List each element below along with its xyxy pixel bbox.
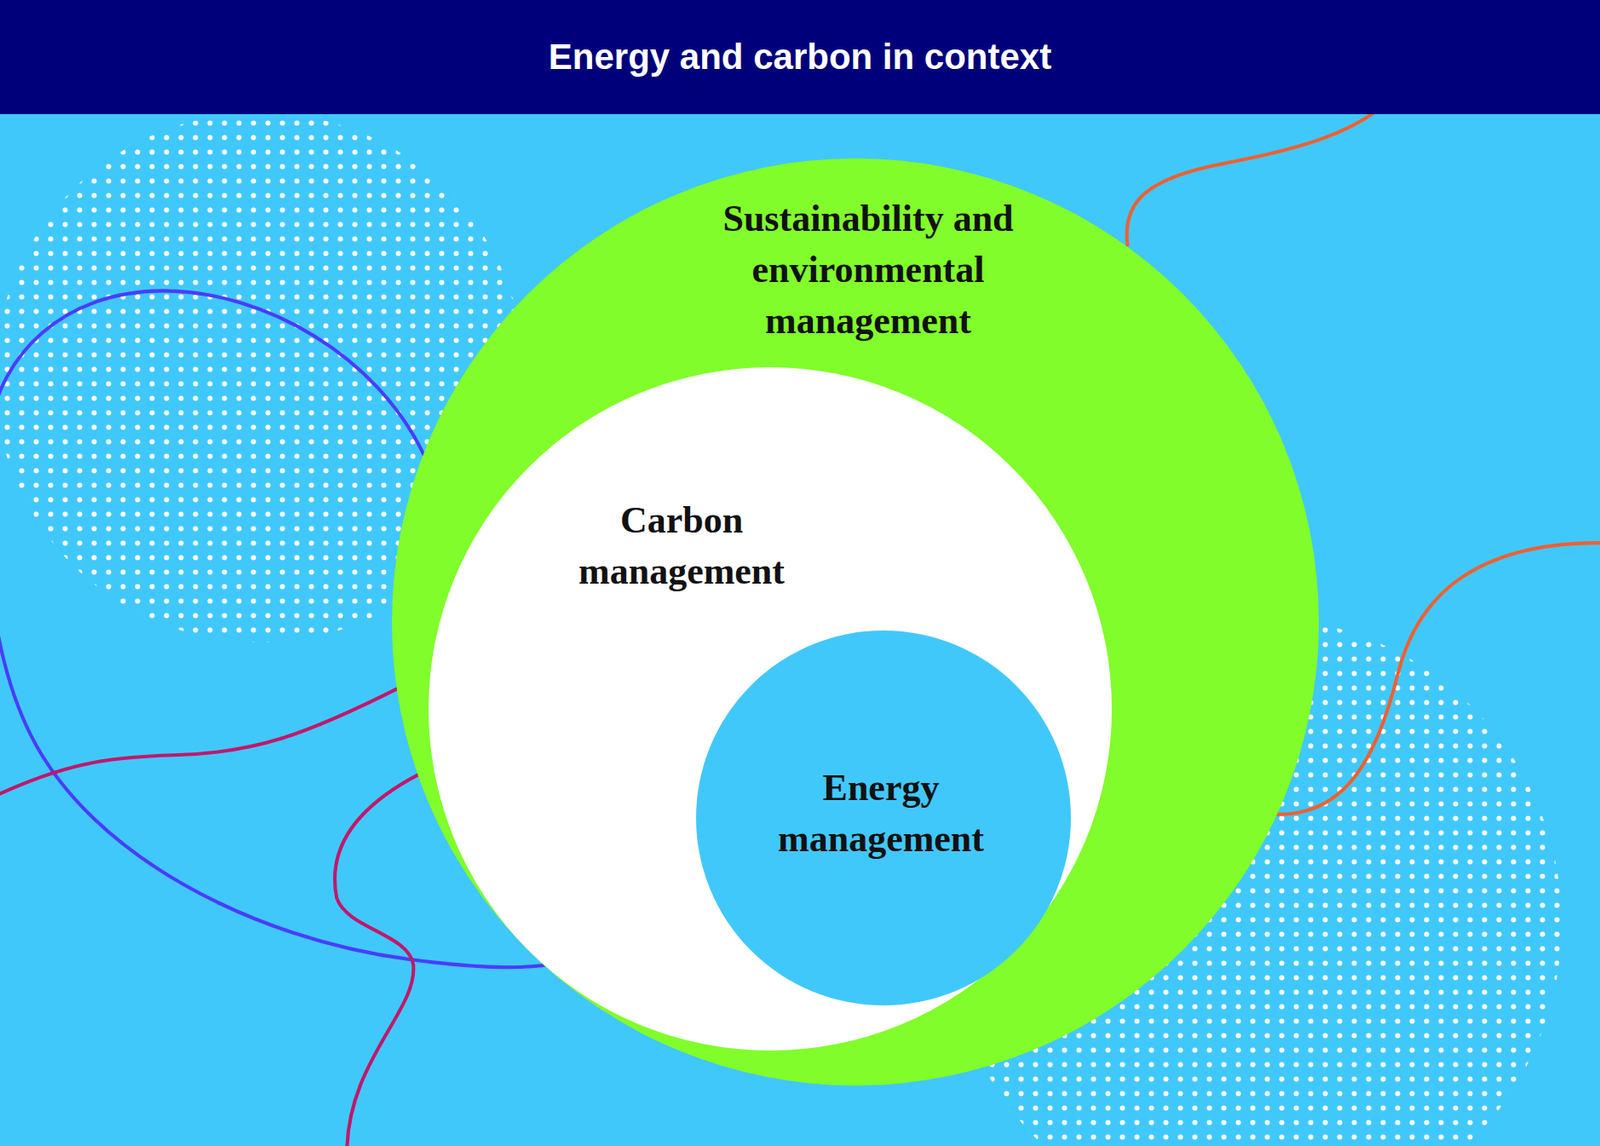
decorative-curve [334, 773, 421, 1146]
circle-label: Sustainability and environmental managem… [684, 193, 1052, 347]
circle-fill [428, 367, 1112, 1051]
decorative-curve [1275, 542, 1600, 815]
title-bar [0, 0, 1600, 115]
decorative-curve [0, 685, 403, 796]
outer-circle: Sustainability and environmental managem… [391, 158, 1319, 1086]
diagram-title: Energy and carbon in context [0, 0, 1600, 115]
decorative-curve [1127, 109, 1378, 245]
middle-circle: Carbon managementEnergy management [428, 367, 1112, 1051]
circle-label: Energy management [753, 762, 1009, 865]
inner-circle: Energy management [696, 630, 1071, 1006]
circle-label: Carbon management [553, 494, 810, 598]
circle-fill [391, 158, 1319, 1086]
circle-fill [696, 630, 1071, 1006]
